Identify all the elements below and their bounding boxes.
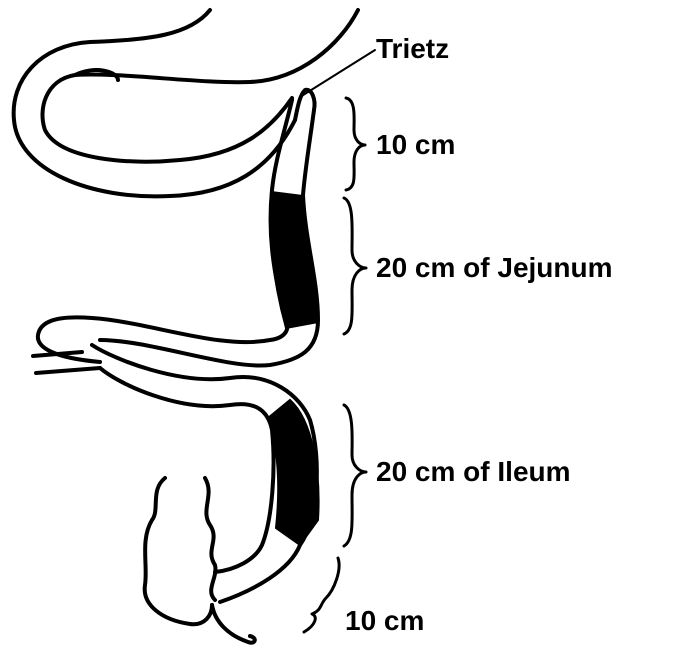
ileum-label: 20 cm of Ileum — [376, 458, 571, 486]
trietz-label: Trietz — [376, 35, 449, 63]
last-segment-label: 10 cm — [345, 607, 424, 635]
brace-last-10cm — [304, 558, 339, 632]
brace-first-10cm — [346, 98, 365, 190]
jejunum-label: 20 cm of Jejunum — [376, 254, 613, 282]
brace-ileum — [344, 405, 366, 546]
first-segment-label: 10 cm — [376, 131, 455, 159]
brace-jejunum — [344, 198, 366, 334]
